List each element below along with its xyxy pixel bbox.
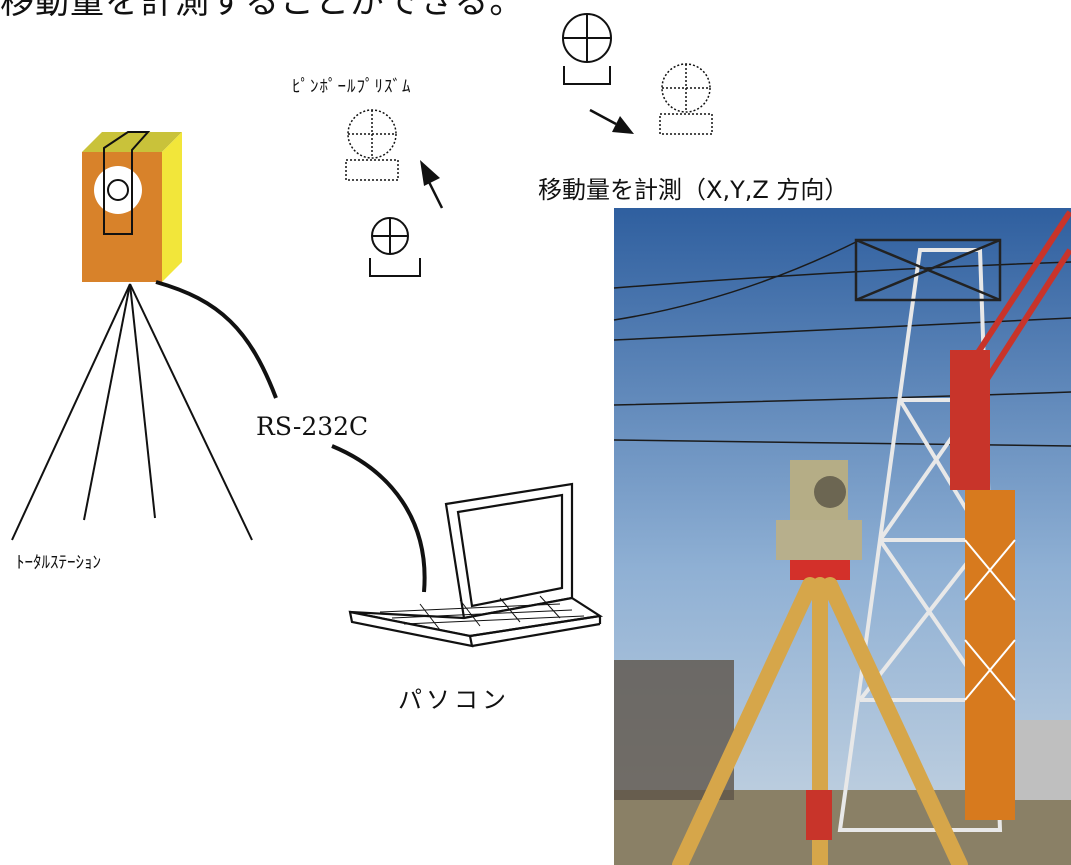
- prism-moved-right-icon: [659, 63, 713, 135]
- prism-label: ﾋﾟﾝﾎﾟｰﾙﾌﾟﾘｽﾞﾑ: [292, 77, 412, 97]
- top-text: 移動量を計測することができる。: [0, 0, 525, 22]
- station-side-face: [162, 132, 182, 282]
- movement-arrow-left-icon: [420, 160, 444, 209]
- total-station-icon: [82, 131, 182, 282]
- pc-label: パソコン: [398, 686, 510, 714]
- prism-moved-left-icon: [345, 109, 399, 181]
- site-photo: [613, 208, 1071, 865]
- laptop-icon: [348, 482, 604, 648]
- cable-label: RS-232C: [256, 412, 369, 441]
- prism-target-right-icon: [562, 13, 612, 85]
- cable-line-upper: [155, 280, 278, 399]
- station-lens: [94, 166, 142, 214]
- measurement-caption: 移動量を計測（X,Y,Z 方向）: [538, 176, 849, 204]
- total-station-label: ﾄｰﾀﾙｽﾃｰｼｮﾝ: [16, 553, 101, 573]
- movement-arrow-right-icon: [589, 108, 634, 134]
- station-scope-outline: [103, 131, 151, 235]
- tripod-legs: [11, 283, 253, 541]
- station-lens-inner: [107, 179, 129, 201]
- cable-line-lower: [331, 444, 427, 593]
- prism-target-left-icon: [369, 217, 421, 277]
